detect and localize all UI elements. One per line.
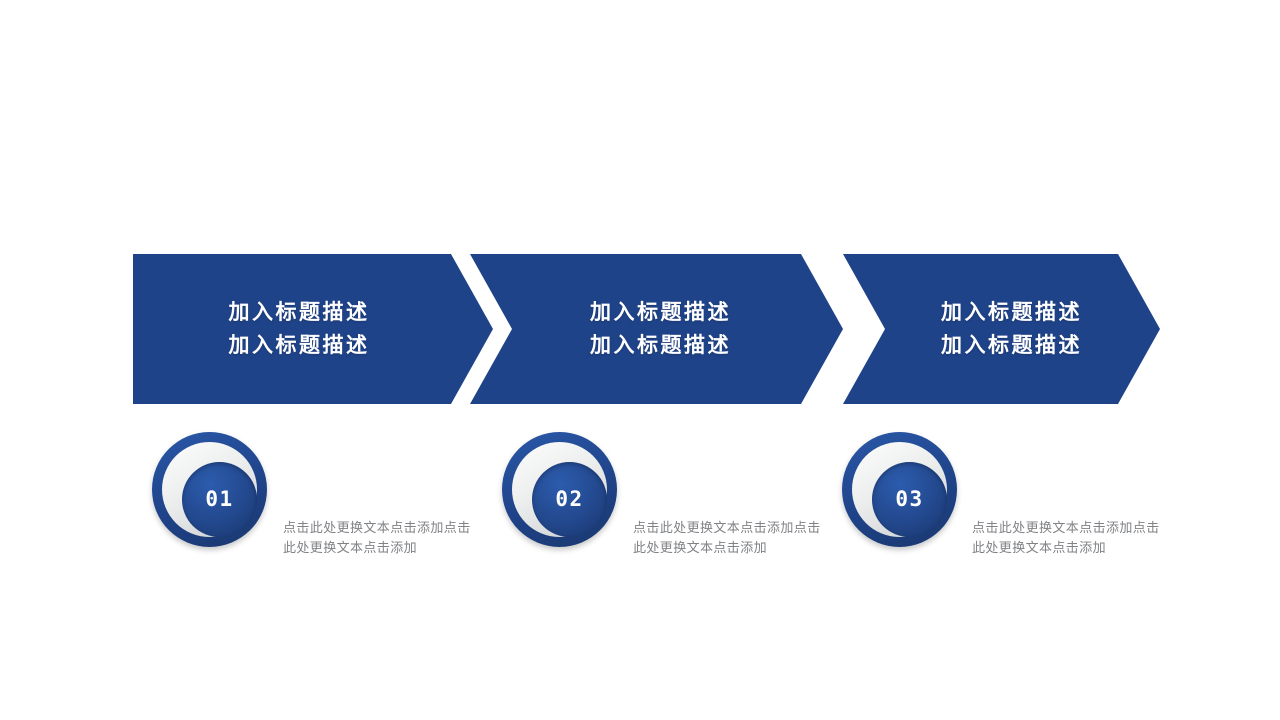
chevron-shape-3 bbox=[843, 254, 1160, 404]
step-1-badge[interactable]: 01 bbox=[152, 432, 267, 547]
chevron-banner-2-title-line-1: 加入标题描述 bbox=[590, 301, 731, 324]
chevron-banner-2[interactable]: 加入标题描述 加入标题描述 bbox=[470, 254, 843, 404]
step-1-number: 01 bbox=[205, 487, 234, 511]
chevron-banner-3-title-line-1: 加入标题描述 bbox=[941, 301, 1082, 324]
step-2-badge-core: 02 bbox=[532, 462, 607, 537]
step-3-badge-core: 03 bbox=[872, 462, 947, 537]
step-1-badge-ring: 01 bbox=[162, 442, 257, 537]
step-2-description: 点击此处更换文本点击添加点击此处更换文本点击添加 bbox=[633, 520, 821, 555]
chevron-banner-1-title: 加入标题描述 加入标题描述 bbox=[229, 296, 370, 362]
step-3-description: 点击此处更换文本点击添加点击此处更换文本点击添加 bbox=[972, 520, 1160, 555]
chevron-banner-3-title-line-2: 加入标题描述 bbox=[941, 334, 1082, 357]
chevron-banner-1-title-line-2: 加入标题描述 bbox=[228, 334, 370, 357]
chevron-banner-row: 加入标题描述 加入标题描述 加入标题描述 加入标题描述 加入标题描述 加入标题描… bbox=[133, 254, 1160, 647]
ppt-watermark: PPT bbox=[725, 599, 780, 647]
step-3-badge[interactable]: 03 bbox=[842, 432, 957, 547]
step-2-number: 02 bbox=[555, 487, 584, 511]
chevron-banner-3-title: 加入标题描述 加入标题描述 bbox=[941, 296, 1082, 362]
step-1-badge-core: 01 bbox=[182, 462, 257, 537]
chevron-banner-3[interactable]: 加入标题描述 加入标题描述 bbox=[843, 254, 1160, 404]
chevron-shape-2 bbox=[470, 254, 843, 404]
chevron-banner-1-title-line-1: 加入标题描述 bbox=[228, 301, 370, 324]
chevron-banner-2-title-line-2: 加入标题描述 bbox=[590, 334, 731, 357]
step-1-description: 点击此处更换文本点击添加点击此处更换文本点击添加 bbox=[283, 520, 471, 555]
chevron-shape-1 bbox=[133, 254, 493, 404]
step-2-badge-ring: 02 bbox=[512, 442, 607, 537]
step-2-badge[interactable]: 02 bbox=[502, 432, 617, 547]
step-3-badge-ring: 03 bbox=[852, 442, 947, 537]
chevron-banner-2-title: 加入标题描述 加入标题描述 bbox=[590, 296, 731, 362]
chevron-banner-1[interactable]: 加入标题描述 加入标题描述 bbox=[133, 254, 493, 404]
step-3-number: 03 bbox=[895, 487, 924, 511]
